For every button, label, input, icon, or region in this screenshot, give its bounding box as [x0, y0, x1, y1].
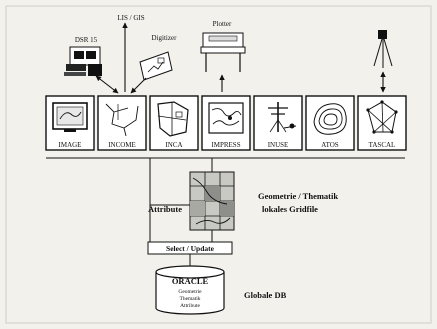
map-icon [208, 102, 244, 134]
digitizer-label: Digitizer [152, 34, 178, 42]
parcel-icon [157, 101, 189, 137]
oracle-database-icon [155, 265, 225, 315]
powerline-icon [268, 102, 297, 133]
dsr-label: DSR 15 [75, 36, 98, 44]
module-label: IMPRESS [211, 141, 240, 149]
module-label: ATOS [321, 141, 338, 149]
database-item: Geometrie [178, 289, 202, 295]
plotter-icon [200, 32, 246, 72]
lis-gis-label: LIS / GIS [117, 14, 144, 22]
module-image: IMAGE [45, 95, 95, 151]
module-label: IMAGE [59, 141, 82, 149]
contour-icon [313, 103, 347, 135]
module-inuse: INUSE [253, 95, 303, 151]
module-label: INCOME [108, 141, 136, 149]
module-label: INUSE [268, 141, 289, 149]
module-label: INCA [165, 141, 182, 149]
module-tascal: TASCAL [357, 95, 407, 151]
digitizer-arrow [130, 77, 147, 94]
module-atos: ATOS [305, 95, 355, 151]
network-icon [105, 103, 139, 137]
attribute-label: Attribute [148, 204, 182, 214]
module-label: TASCAL [369, 141, 396, 149]
survey-icon [366, 100, 398, 134]
dsr-workstation-icon [64, 46, 102, 76]
dsr-arrow [95, 75, 119, 94]
database-label: Globale DB [244, 290, 287, 300]
gridfile-title: Geometrie / Thematik [258, 191, 338, 201]
digitizer-icon [139, 51, 173, 81]
module-inca: INCA [149, 95, 199, 151]
plotter-label: Plotter [213, 20, 232, 28]
database-title: ORACLE [172, 276, 209, 286]
survey-instrument-icon [373, 30, 393, 68]
monitor-icon [52, 102, 88, 132]
module-impress: IMPRESS [201, 95, 251, 151]
database-item: Thematik [179, 296, 200, 302]
module-income: INCOME [97, 95, 147, 151]
select-update-label: Select / Update [166, 244, 215, 253]
database-item: Attribute [180, 303, 200, 309]
diagram-frame [5, 5, 432, 324]
gridfile-subtitle: lokales Gridfile [262, 204, 318, 214]
gridfile-icon [189, 171, 235, 231]
